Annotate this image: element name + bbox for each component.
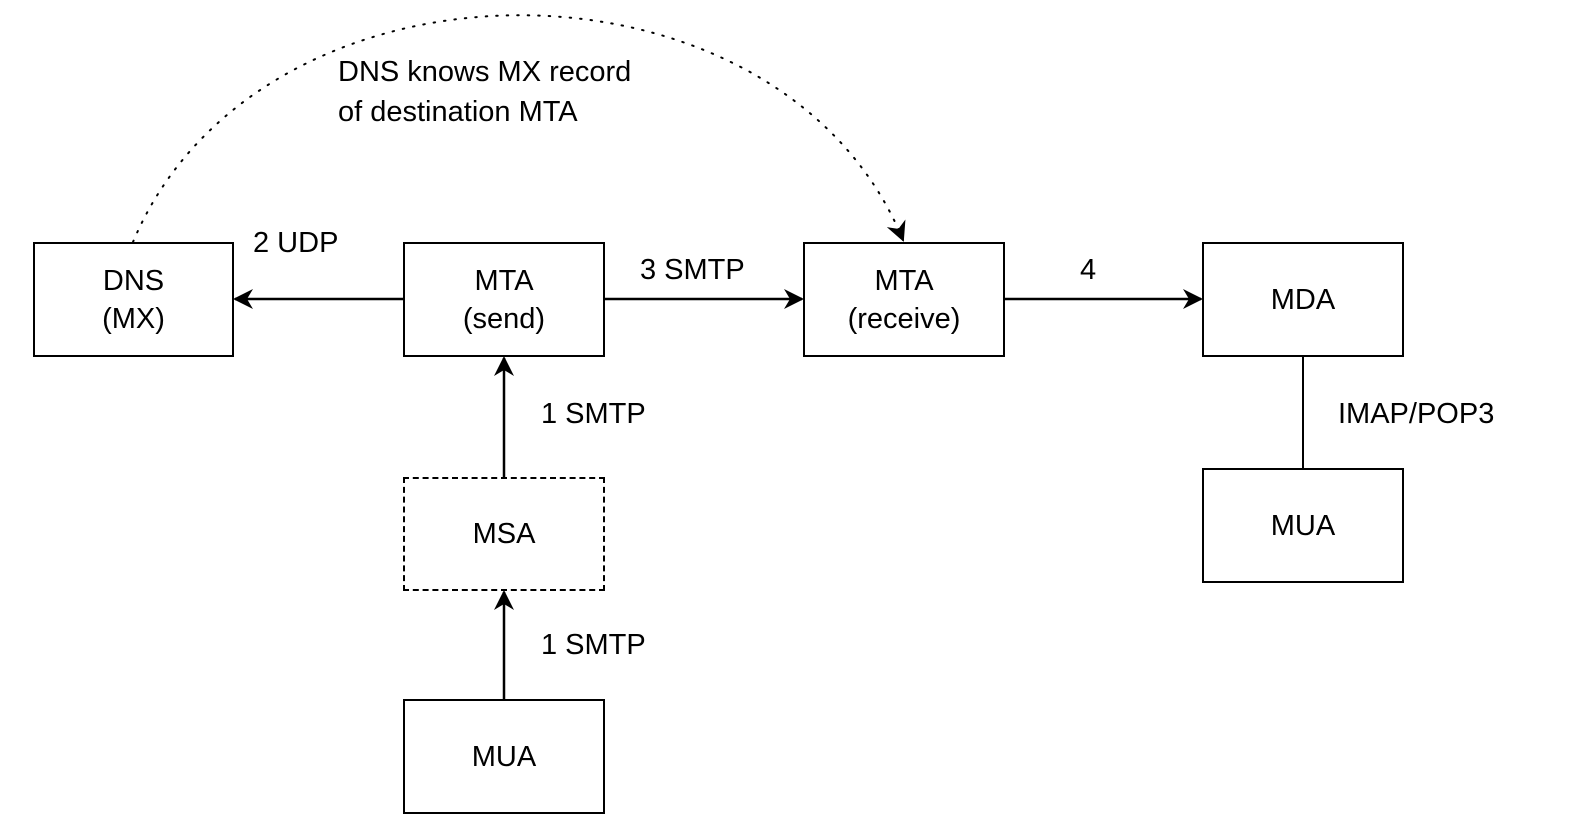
- node-mua-sender: MUA: [403, 699, 605, 814]
- edge-label-imap-pop3: IMAP/POP3: [1338, 398, 1495, 430]
- edge-label-submission-lower: 1 SMTP: [541, 629, 646, 661]
- node-mda-title: MDA: [1270, 283, 1336, 316]
- node-mua-recipient: MUA: [1202, 468, 1404, 583]
- node-mta-receive: MTA (receive): [803, 242, 1005, 357]
- annotation-line-1: DNS knows MX record: [338, 56, 632, 88]
- node-mda: MDA: [1202, 242, 1404, 357]
- edge-label-delivery: 4: [1080, 254, 1097, 286]
- node-msa-title: MSA: [472, 518, 536, 550]
- node-dns-subtitle: (MX): [102, 302, 165, 335]
- node-dns-title: DNS: [102, 264, 165, 297]
- node-mta-receive-subtitle: (receive): [847, 302, 961, 335]
- node-mta-send: MTA (send): [403, 242, 605, 357]
- node-mua-recipient-title: MUA: [1270, 509, 1336, 542]
- edge-label-smtp-relay: 3 SMTP: [640, 254, 745, 286]
- node-mta-send-title: MTA: [474, 264, 534, 297]
- node-dns: DNS (MX): [33, 242, 234, 357]
- node-mua-sender-title: MUA: [471, 740, 537, 773]
- annotation-line-2: of destination MTA: [338, 96, 578, 128]
- node-mta-send-subtitle: (send): [462, 302, 546, 335]
- edge-label-submission-upper: 1 SMTP: [541, 398, 646, 430]
- edge-label-udp: 2 UDP: [253, 227, 339, 259]
- node-mta-receive-title: MTA: [874, 264, 934, 297]
- node-msa: MSA: [403, 477, 605, 591]
- edge-dns-to-mta-receive: [132, 14, 906, 243]
